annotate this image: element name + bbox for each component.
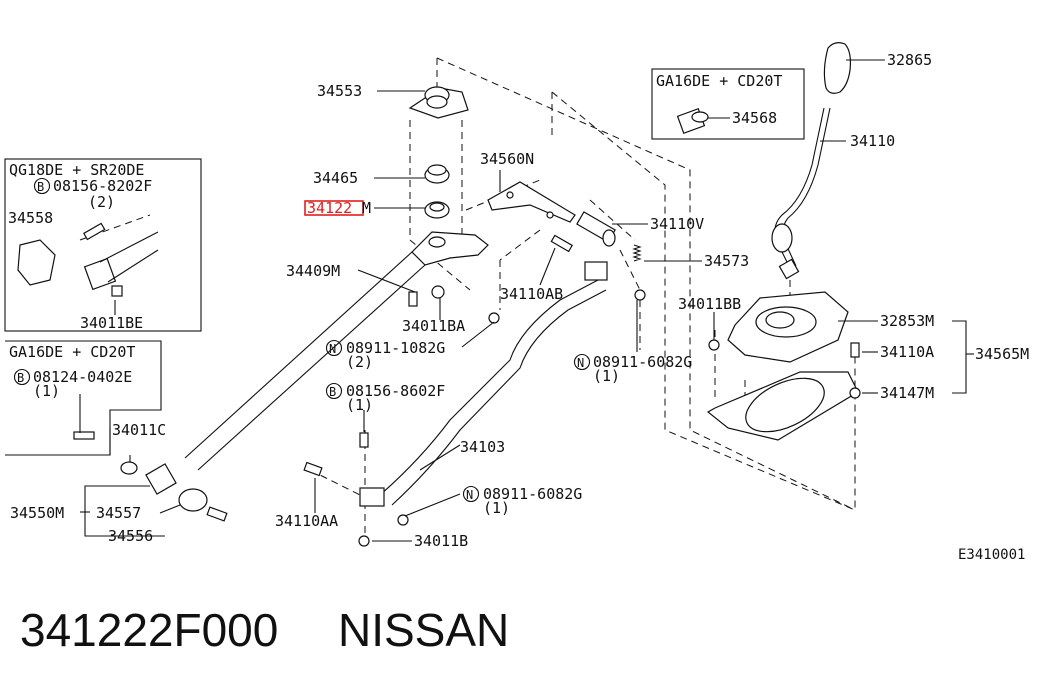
label-34557: 34557 [96,504,141,522]
label-34122m-suffix: M [362,199,371,217]
label-n-mark-2: N [577,356,584,370]
label-34110a: 34110A [880,343,934,361]
label-ga16-top: GA16DE + CD20T [656,72,782,90]
label-qty-1b: (1) [33,382,60,400]
label-08911-6082g-a: 08911-6082G [593,353,692,371]
brand-caption: NISSAN [338,604,509,656]
label-qg18: QG18DE + SR20DE [9,161,144,179]
leader-lines [79,59,974,542]
shift-knob-drawing [823,42,852,94]
label-qty-2b: (2) [346,353,373,371]
callout-labels: 32865 34553 GA16DE + CD20T 34568 34110 3… [8,51,1029,563]
label-34011b: 34011B [414,532,468,550]
bushing-34568-drawing [676,108,709,134]
label-08156-8202f: 08156-8202F [53,177,152,195]
label-34011ba: 34011BA [402,317,465,335]
label-n-mark-1: N [329,342,336,356]
label-34122m-number: 34122 [307,199,352,217]
label-32865: 32865 [887,51,932,69]
label-34011c: 34011C [112,421,166,439]
ring-34465-drawing [424,164,450,184]
qg18-variant-box [4,158,202,332]
bolts-and-nuts-drawing [17,222,861,547]
bracket-34409m-drawing [145,231,489,495]
label-qty-1c: (1) [346,396,373,414]
label-32853m: 32853M [880,312,934,330]
b-mark-icon [33,177,51,195]
label-34553: 34553 [317,82,362,100]
label-34568: 34568 [732,109,777,127]
ga16-top-variant-box [651,68,805,140]
plate-34560n-drawing [487,181,576,223]
label-qty-1d: (1) [483,499,510,517]
label-34556: 34556 [108,527,153,545]
seat-34553-drawing [408,86,469,119]
highlight-box-34122m [304,200,364,216]
label-34558: 34558 [8,209,53,227]
label-34465: 34465 [313,169,358,187]
label-08911-1082g: 08911-1082G [346,339,445,357]
label-34110: 34110 [850,132,895,150]
part-number-caption: 341222F000 [20,604,278,656]
label-34560n: 34560N [480,150,534,168]
ring-34122m-drawing [424,201,450,219]
ga16-left-variant-box [5,340,162,456]
label-34011be: 34011BE [80,314,143,332]
rod-34103-drawing [359,261,608,507]
label-b-mark-3: B [329,385,336,399]
bushing-34110v-drawing [576,211,616,247]
label-34565m: 34565M [975,345,1029,363]
b-mark-icon [13,368,31,386]
label-08124-0402e: 08124-0402E [33,368,132,386]
label-34409m: 34409M [286,262,340,280]
label-34110ab: 34110AB [500,285,563,303]
label-34110aa: 34110AA [275,512,338,530]
spring-34573-drawing [632,244,642,262]
shift-lever-drawing [771,107,831,280]
n-mark-icon [325,339,343,357]
label-34573: 34573 [704,252,749,270]
n-mark-icon [462,485,480,503]
diagram-code: E3410001 [958,547,1025,563]
label-qty-2a: (2) [88,193,115,211]
b-mark-icon [325,382,343,400]
label-08911-6082g-b: 08911-6082G [483,485,582,503]
label-08156-8602f: 08156-8602F [346,382,445,400]
label-ga16-left: GA16DE + CD20T [9,343,135,361]
label-34103: 34103 [460,438,505,456]
label-b-mark-2: B [17,371,24,385]
boot-drawing [706,291,859,441]
label-b-mark-1: B [37,180,44,194]
label-n-mark-3: N [466,488,473,502]
label-34011bb: 34011BB [678,295,741,313]
label-34110v: 34110V [650,215,704,233]
label-34147m: 34147M [880,384,934,402]
label-34550m: 34550M [10,504,64,522]
label-qty-1a: (1) [593,367,620,385]
n-mark-icon [573,353,591,371]
